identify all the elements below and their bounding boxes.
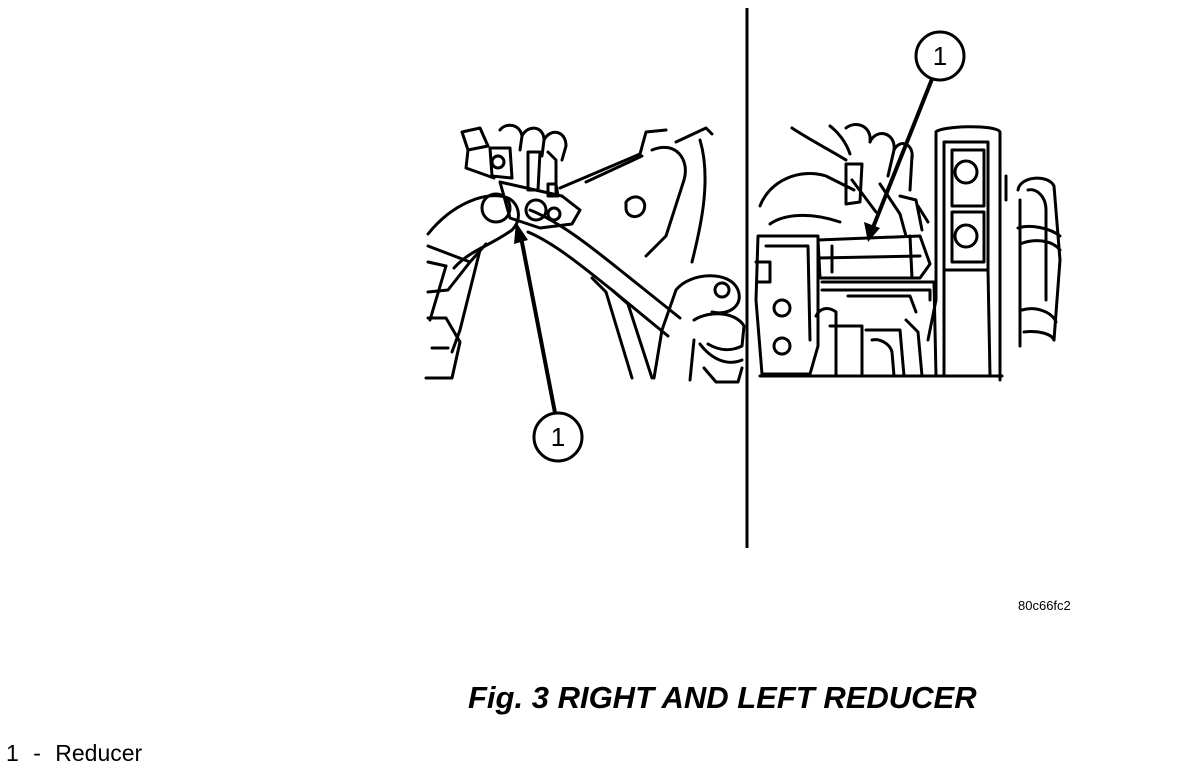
- left-panel-drawing: [424, 123, 746, 384]
- right-callout: 1: [864, 30, 966, 242]
- legend: 1 - Reducer: [6, 740, 142, 767]
- right-panel-drawing: [754, 123, 1062, 382]
- legend-item-separator: -: [33, 740, 41, 766]
- left-callout-number: 1: [551, 422, 565, 452]
- figure-reference-code: 80c66fc2: [1018, 598, 1071, 613]
- figure-caption: Fig. 3 RIGHT AND LEFT REDUCER: [468, 680, 977, 715]
- right-callout-number: 1: [933, 41, 947, 71]
- legend-item-number: 1: [6, 740, 19, 766]
- left-callout: 1: [514, 222, 584, 463]
- legend-item-label: Reducer: [55, 740, 143, 766]
